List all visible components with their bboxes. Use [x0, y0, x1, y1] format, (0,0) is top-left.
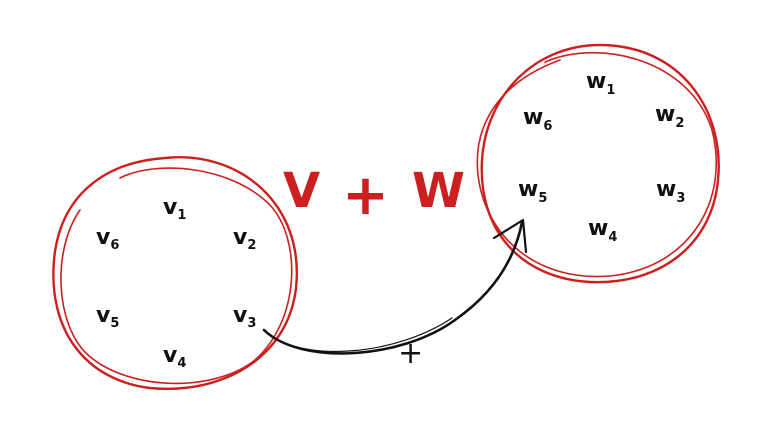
- set-w-labels: w1 w2 w3 w4 w5 w6: [518, 69, 685, 245]
- set-v-labels: v1 v2 v3 v4 v5 v6: [96, 195, 256, 371]
- set-w-element: w4: [588, 216, 617, 245]
- set-w-circle: [476, 43, 720, 284]
- set-v-element: v4: [163, 343, 186, 371]
- set-w-element: w3: [656, 177, 685, 206]
- title-left-letter: V: [283, 163, 320, 219]
- set-w-element: w2: [655, 102, 684, 131]
- title-right-letter: W: [412, 163, 465, 219]
- set-v-element: v6: [96, 225, 119, 253]
- set-w-element: w1: [586, 69, 615, 98]
- set-v-circle: [52, 156, 299, 391]
- set-v-element: v3: [233, 303, 256, 331]
- set-v-element: v2: [233, 225, 256, 253]
- title-expression: V + W: [283, 163, 465, 228]
- arrow-plus-label: +: [398, 336, 423, 371]
- arrow-head-icon: [492, 218, 528, 254]
- set-v-element: v5: [96, 303, 119, 331]
- set-v-element: v1: [163, 195, 186, 223]
- title-operator: +: [342, 163, 389, 228]
- set-w-element: w5: [518, 177, 547, 206]
- set-w-element: w6: [523, 105, 552, 134]
- mapping-arrow: +: [262, 218, 528, 371]
